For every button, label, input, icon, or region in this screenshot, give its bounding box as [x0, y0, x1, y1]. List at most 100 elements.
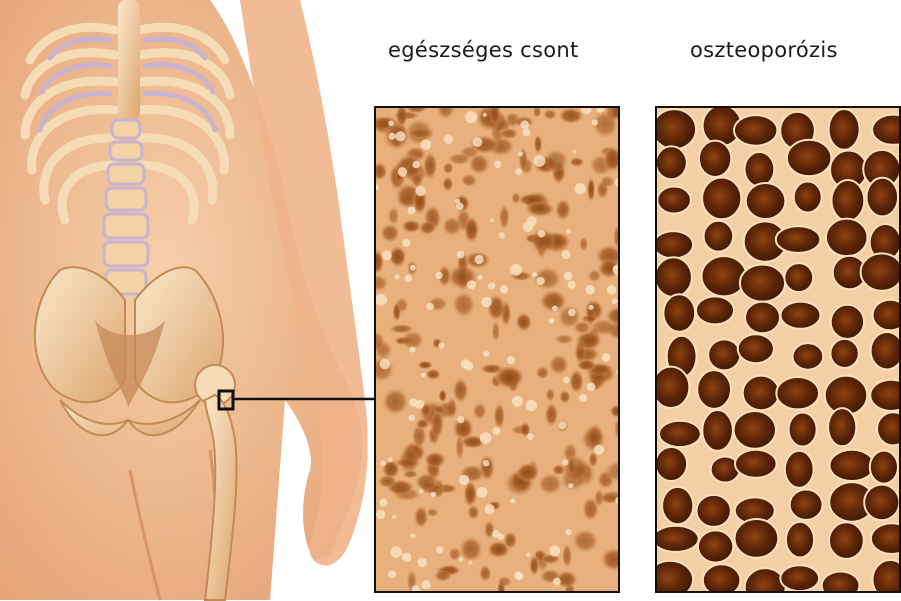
- osteoporotic-cavity: [873, 560, 901, 593]
- bone-pore: [559, 390, 570, 403]
- bone-highlight: [422, 580, 431, 589]
- bone-pore: [499, 204, 509, 229]
- bone-highlight: [589, 305, 594, 310]
- bone-highlight: [568, 281, 576, 289]
- bone-highlight: [481, 297, 492, 308]
- bone-pore: [456, 434, 464, 460]
- bone-highlight: [617, 370, 621, 374]
- bone-pore: [569, 369, 583, 393]
- bone-pore: [381, 224, 400, 243]
- bone-highlight: [564, 272, 573, 281]
- bone-highlight: [409, 415, 415, 421]
- bone-highlight: [467, 280, 476, 289]
- osteoporotic-cavity: [697, 370, 731, 409]
- bone-highlight: [485, 504, 495, 514]
- bone-pore: [469, 154, 490, 175]
- osteoporotic-cavity: [699, 141, 731, 177]
- bone-highlight: [563, 377, 570, 384]
- osteoporotic-cavity: [740, 265, 785, 302]
- bone-highlight: [473, 137, 483, 147]
- bone-pore: [587, 177, 595, 202]
- bone-pore: [543, 149, 568, 173]
- osteoporotic-cavity: [745, 302, 780, 334]
- osteoporosis-bone-panel: [655, 106, 901, 593]
- bone-highlight: [419, 489, 423, 493]
- bone-pore: [443, 162, 454, 174]
- bone-highlight: [461, 359, 471, 369]
- bone-highlight: [612, 298, 618, 304]
- bone-highlight: [579, 394, 587, 402]
- bone-pore: [529, 555, 539, 576]
- bone-highlight: [562, 250, 571, 259]
- bone-pore: [388, 207, 399, 225]
- osteoporotic-cavity: [828, 408, 856, 446]
- osteoporotic-cavity: [830, 339, 858, 368]
- osteoporotic-cavity: [735, 450, 777, 478]
- bone-highlight: [500, 285, 508, 293]
- bone-highlight: [566, 229, 571, 234]
- osteoporotic-cavity: [864, 485, 899, 521]
- bone-pore: [376, 162, 387, 180]
- osteoporotic-cavity: [697, 495, 731, 527]
- osteoporotic-cavity: [871, 523, 901, 554]
- bone-pore: [552, 464, 565, 475]
- osteoporotic-cavity: [745, 152, 775, 186]
- bone-pore: [418, 361, 433, 369]
- osteoporotic-cavity: [829, 450, 874, 481]
- bone-pore: [382, 388, 408, 415]
- osteoporotic-cavity: [784, 263, 813, 292]
- osteoporotic-cavity: [787, 140, 832, 176]
- osteoporotic-cavity: [776, 226, 821, 253]
- bone-highlight: [518, 151, 523, 156]
- bone-highlight: [421, 373, 426, 378]
- bone-highlight: [475, 255, 484, 264]
- bone-highlight: [514, 571, 522, 579]
- bone-highlight: [459, 475, 469, 485]
- bone-pore: [439, 390, 447, 403]
- bone-pore: [463, 482, 477, 508]
- bone-pore: [424, 452, 446, 468]
- bone-highlight: [602, 353, 611, 362]
- bone-pore: [498, 576, 512, 586]
- bone-highlight: [465, 111, 477, 123]
- bone-highlight: [389, 133, 396, 140]
- osteoporotic-cavity: [735, 519, 779, 558]
- bone-highlight: [527, 216, 537, 226]
- bone-pore: [419, 221, 436, 235]
- bone-highlight: [480, 432, 492, 444]
- osteoporotic-cavity: [781, 302, 821, 329]
- bone-highlight: [537, 277, 545, 285]
- osteoporotic-cavity: [662, 487, 693, 524]
- bone-pore: [511, 192, 520, 204]
- bone-highlight: [413, 161, 420, 168]
- bone-highlight: [515, 168, 522, 175]
- bone-highlight: [376, 185, 379, 190]
- bone-highlight: [615, 178, 620, 188]
- bone-highlight: [380, 460, 386, 466]
- bone-highlight: [568, 309, 576, 317]
- bone-pore: [453, 292, 475, 317]
- bone-pore: [533, 108, 541, 118]
- bone-highlight: [526, 400, 537, 411]
- bone-highlight: [421, 139, 432, 150]
- bone-highlight: [392, 515, 396, 519]
- bone-pore: [473, 403, 487, 420]
- bone-highlight: [568, 483, 573, 488]
- bone-pore: [534, 134, 542, 154]
- bone-pore: [538, 473, 562, 495]
- bone-pore: [415, 473, 438, 491]
- bone-pore: [402, 220, 421, 233]
- bone-highlight: [538, 230, 546, 238]
- bone-highlight: [594, 445, 604, 455]
- bone-highlight: [395, 131, 405, 141]
- bone-pore: [492, 321, 500, 341]
- bone-highlight: [409, 347, 415, 353]
- bone-highlight: [575, 183, 586, 194]
- osteoporotic-cavity: [877, 412, 901, 445]
- bone-highlight: [382, 250, 392, 260]
- osteoporotic-cavity: [663, 294, 695, 331]
- bone-highlight: [587, 382, 596, 391]
- bone-pore: [376, 275, 388, 292]
- osteoporotic-cavity: [793, 343, 824, 370]
- bone-pore: [517, 463, 539, 482]
